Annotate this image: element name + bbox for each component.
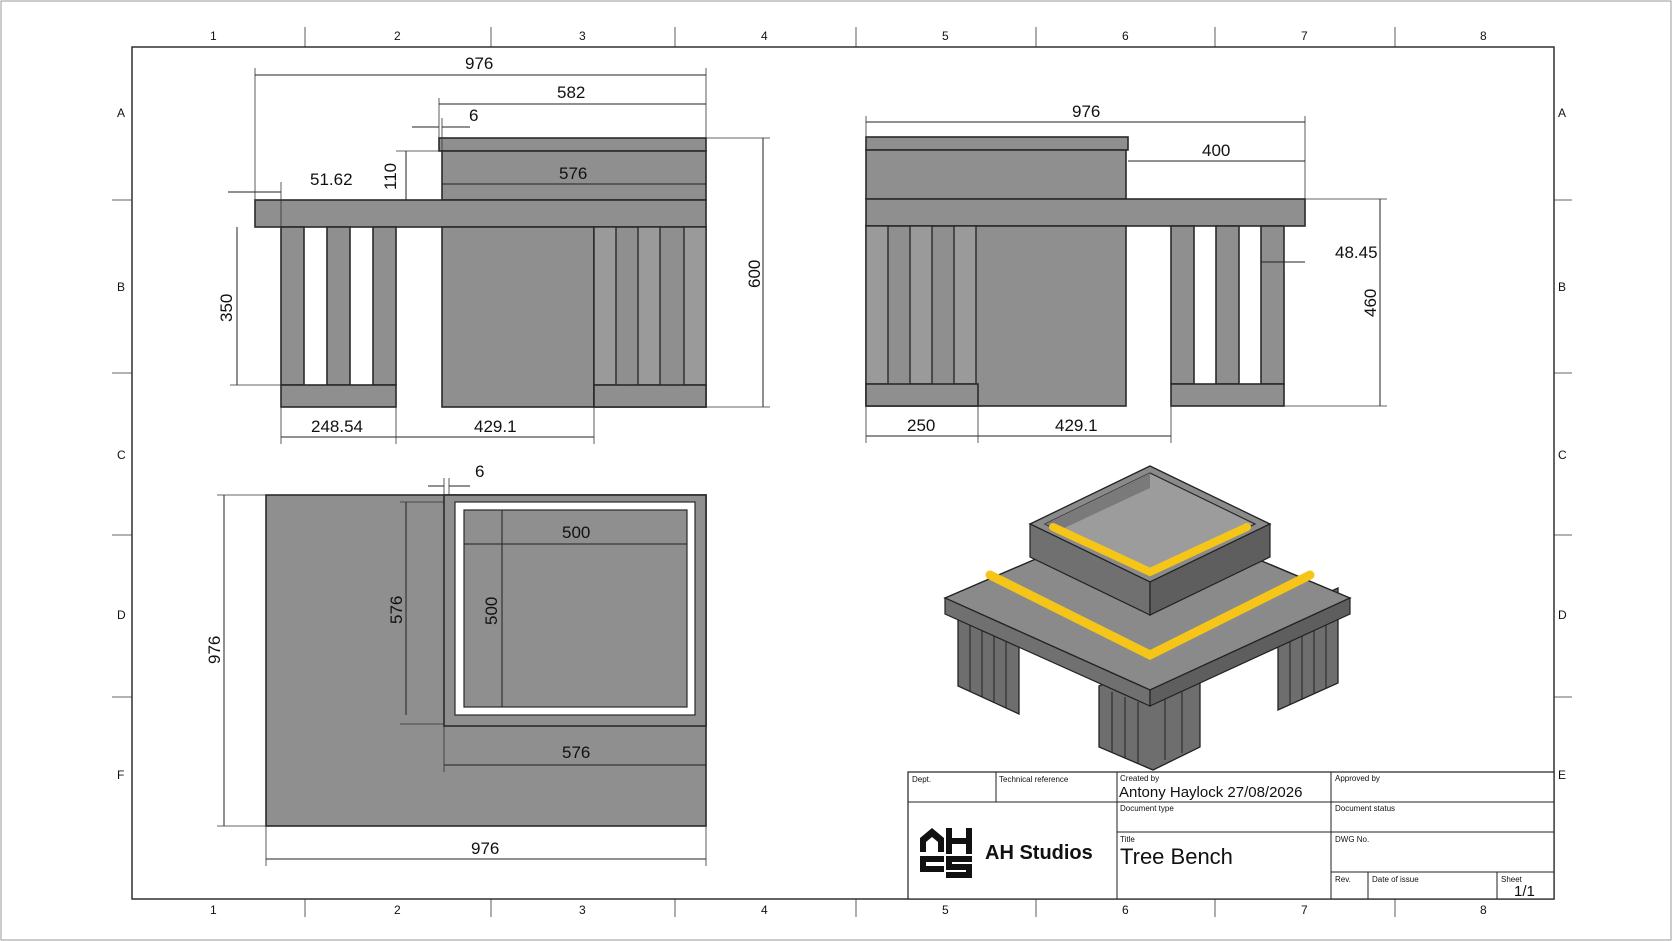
row-label-a: A xyxy=(117,106,125,120)
col-label-2: 2 xyxy=(394,29,401,43)
isometric-view xyxy=(943,465,1352,771)
dim-side-250: 250 xyxy=(907,416,935,435)
col-label-2-bottom: 2 xyxy=(394,903,401,917)
row-label-b-right: B xyxy=(1558,280,1566,294)
row-label-b: B xyxy=(117,280,125,294)
drawing-border xyxy=(131,46,1555,900)
row-label-d: D xyxy=(117,608,126,622)
col-label-6-bottom: 6 xyxy=(1122,903,1129,917)
top-view xyxy=(265,494,707,827)
dim-front-110: 110 xyxy=(381,163,400,190)
tb-created-by-value: Antony Haylock 27/08/2026 xyxy=(1119,784,1302,801)
row-label-d-right: D xyxy=(1558,608,1567,622)
tb-dwg-label: DWG No. xyxy=(1335,835,1369,844)
dim-top-576-h: 576 xyxy=(562,743,590,762)
planter-highlight-stripe xyxy=(1049,523,1251,577)
col-label-7-bottom: 7 xyxy=(1301,903,1308,917)
dim-front-350: 350 xyxy=(217,294,236,322)
dim-side-460: 460 xyxy=(1361,289,1380,317)
dim-front-976: 976 xyxy=(465,54,493,73)
ah-studios-logo xyxy=(920,828,972,878)
front-dimensions xyxy=(228,68,770,444)
dim-front-248-54: 248.54 xyxy=(311,417,363,436)
top-dimensions xyxy=(217,478,707,866)
col-label-3-bottom: 3 xyxy=(579,903,586,917)
title-block xyxy=(907,771,1555,900)
tb-dept-label: Dept. xyxy=(912,775,931,784)
row-label-a-right: A xyxy=(1558,106,1566,120)
dim-front-429-1: 429.1 xyxy=(474,417,517,436)
dim-side-400: 400 xyxy=(1202,141,1230,160)
tb-doc-status-label: Document status xyxy=(1335,804,1395,813)
row-label-c: C xyxy=(117,448,126,462)
tb-sheet-label: Sheet xyxy=(1501,875,1523,884)
tb-issue-label: Date of issue xyxy=(1372,875,1419,884)
col-label-7: 7 xyxy=(1301,29,1308,43)
tb-sheet-value: 1/1 xyxy=(1514,883,1535,900)
dim-top-976-h: 976 xyxy=(471,839,499,858)
tb-title-value: Tree Bench xyxy=(1120,844,1233,869)
col-label-4: 4 xyxy=(761,29,768,43)
row-label-c-right: C xyxy=(1558,448,1567,462)
dim-front-576: 576 xyxy=(559,164,587,183)
dim-top-500-v: 500 xyxy=(482,597,501,625)
dim-top-6: 6 xyxy=(475,462,484,481)
tb-brand-name: AH Studios xyxy=(985,842,1093,864)
tb-created-by-label: Created by xyxy=(1120,774,1159,783)
dim-front-6: 6 xyxy=(469,106,478,125)
side-dimensions xyxy=(865,116,1387,443)
row-label-f: F xyxy=(117,768,124,782)
zone-ticks xyxy=(112,27,1572,917)
col-label-3: 3 xyxy=(579,29,586,43)
col-label-1: 1 xyxy=(210,29,217,43)
row-label-e-right: E xyxy=(1558,768,1566,782)
tb-tech-ref-label: Technical reference xyxy=(999,775,1069,784)
col-label-8: 8 xyxy=(1480,29,1487,43)
side-view xyxy=(865,136,1306,407)
dim-top-500-h: 500 xyxy=(562,523,590,542)
tb-approved-by-label: Approved by xyxy=(1335,774,1380,783)
tb-title-label: Title xyxy=(1120,835,1135,844)
col-label-5: 5 xyxy=(942,29,949,43)
dim-front-600: 600 xyxy=(745,260,764,288)
seat-highlight-stripe xyxy=(985,570,1315,661)
front-view xyxy=(254,137,707,408)
tb-doc-type-label: Document type xyxy=(1120,804,1174,813)
dim-front-51-62: 51.62 xyxy=(310,170,353,189)
dim-top-976-v: 976 xyxy=(205,636,224,664)
tb-rev-label: Rev. xyxy=(1335,875,1351,884)
col-label-6: 6 xyxy=(1122,29,1129,43)
col-label-8-bottom: 8 xyxy=(1480,903,1487,917)
dim-side-976: 976 xyxy=(1072,102,1100,121)
col-label-4-bottom: 4 xyxy=(761,903,768,917)
dim-side-48-45: 48.45 xyxy=(1335,243,1378,262)
dim-side-429-1: 429.1 xyxy=(1055,416,1098,435)
col-label-5-bottom: 5 xyxy=(942,903,949,917)
col-label-1-bottom: 1 xyxy=(210,903,217,917)
dim-top-576-v: 576 xyxy=(387,596,406,624)
dim-front-582: 582 xyxy=(557,83,585,102)
